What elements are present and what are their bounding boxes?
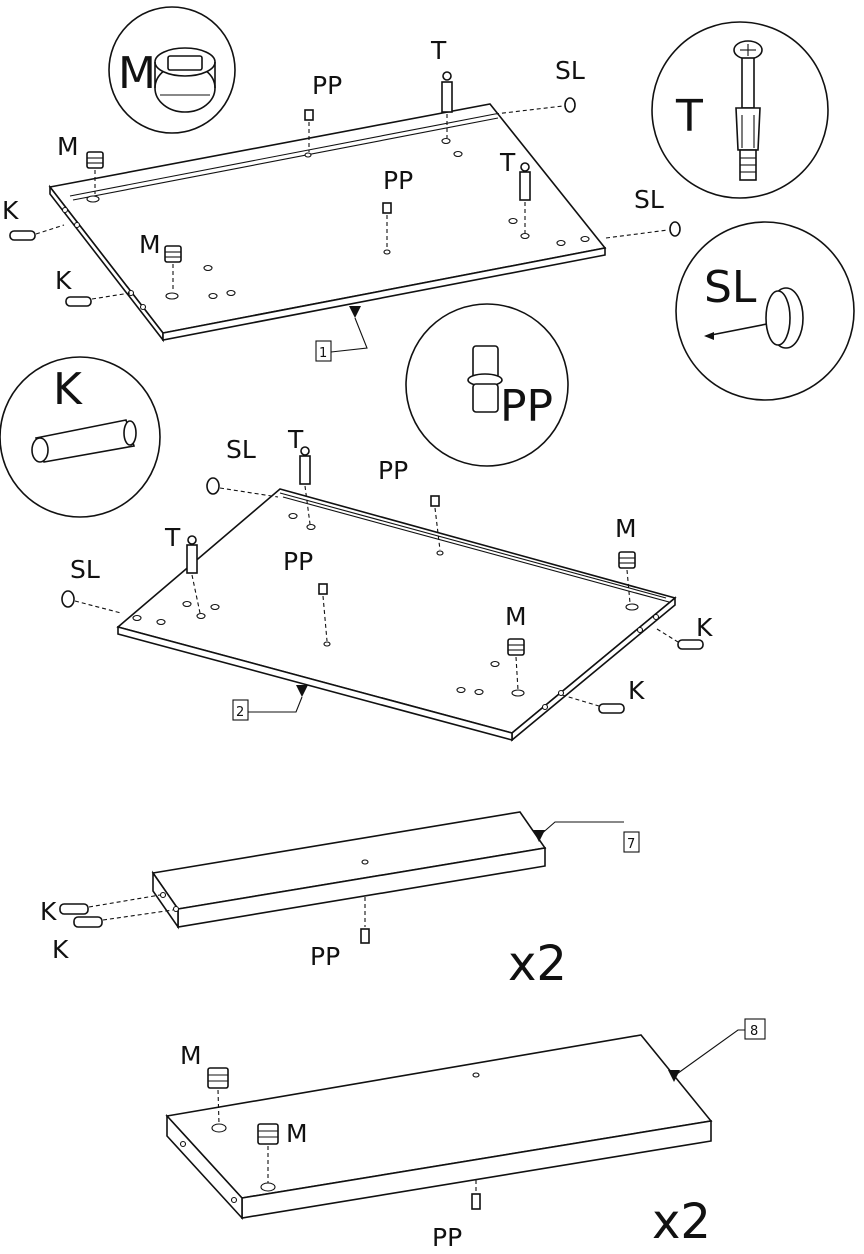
- part-number-1: 1: [319, 346, 327, 361]
- part-number-7: 7: [627, 837, 635, 852]
- pin-pp-icon: [360, 897, 370, 944]
- label-pp: PP: [378, 456, 408, 485]
- dowel-k-icon: [9, 224, 65, 241]
- panel-7: 7 K K PP x2: [40, 811, 640, 992]
- label-k: K: [40, 897, 57, 926]
- label-m: M: [180, 1041, 202, 1070]
- label-pp: PP: [383, 166, 413, 195]
- label-t: T: [430, 36, 447, 65]
- label-pp: PP: [312, 71, 342, 100]
- glider-icon: [704, 287, 804, 349]
- label-t: T: [499, 148, 516, 177]
- dowel-k-icon: [59, 894, 161, 915]
- cam-lock-m-icon: [618, 551, 636, 604]
- label-k: K: [55, 266, 72, 295]
- label-m: M: [286, 1119, 308, 1148]
- quantity-multiplier: x2: [508, 936, 567, 992]
- label-t: T: [164, 523, 181, 552]
- panel-8: 8 M M PP x2: [165, 1018, 766, 1252]
- dowel-icon: [31, 419, 137, 463]
- cam-lock-m-icon: [257, 1123, 279, 1183]
- pin-pp-icon: [382, 202, 392, 249]
- label-k: K: [696, 613, 713, 642]
- cam-lock-m-icon: [207, 1067, 229, 1125]
- callout-pp-label: PP: [500, 381, 553, 432]
- label-pp: PP: [310, 942, 340, 971]
- label-k: K: [52, 935, 69, 964]
- label-m: M: [57, 132, 79, 161]
- pin-icon: [467, 345, 503, 413]
- cam-lock-m-icon: [507, 638, 525, 691]
- cam-lock-m-icon: [164, 245, 182, 292]
- part-number-8: 8: [750, 1024, 758, 1039]
- label-pp: PP: [432, 1223, 462, 1249]
- label-t: T: [287, 425, 304, 454]
- label-sl: SL: [226, 435, 256, 464]
- label-m: M: [139, 230, 161, 259]
- glider-sl-icon: [206, 477, 279, 498]
- label-sl: SL: [634, 185, 664, 214]
- pin-pp-icon: [318, 583, 328, 642]
- panel-1: 1 M M T T PP PP SL SL K K: [2, 36, 681, 362]
- glider-sl-icon: [605, 221, 681, 239]
- dowel-k-icon: [561, 694, 625, 714]
- label-sl: SL: [555, 56, 585, 85]
- bolt-t-icon: [299, 446, 311, 525]
- label-k: K: [628, 676, 645, 705]
- callout-sl-label: SL: [704, 262, 757, 313]
- callout-t: T: [651, 21, 829, 199]
- bolt-t-icon: [519, 162, 531, 233]
- callout-sl: SL: [675, 221, 855, 401]
- panel-2: 2 SL T PP M T PP SL M K K: [61, 425, 713, 742]
- quantity-multiplier: x2: [652, 1194, 711, 1249]
- label-k: K: [2, 196, 19, 225]
- callout-k-label: K: [53, 364, 83, 415]
- callout-t-label: T: [675, 91, 703, 142]
- dowel-k-icon: [656, 628, 704, 650]
- callout-m: M: [108, 6, 236, 134]
- dowel-k-icon: [65, 292, 131, 307]
- cam-lock-m-icon: [86, 151, 104, 194]
- label-pp: PP: [283, 547, 313, 576]
- callout-k: K: [0, 356, 161, 518]
- glider-sl-icon: [61, 590, 122, 614]
- label-m: M: [615, 514, 637, 543]
- bolt-t-icon: [441, 71, 453, 138]
- callout-pp: PP: [405, 303, 569, 467]
- pin-pp-icon: [304, 109, 314, 152]
- part-number-2: 2: [236, 705, 244, 720]
- callout-m-label: M: [118, 48, 156, 99]
- bolt-icon: [733, 40, 763, 181]
- bolt-t-icon: [186, 535, 201, 614]
- glider-sl-icon: [494, 97, 576, 115]
- cam-lock-icon: [154, 47, 216, 113]
- pin-pp-icon: [430, 495, 441, 551]
- dowel-k-icon: [73, 909, 174, 928]
- pin-pp-icon: [471, 1180, 481, 1210]
- label-m: M: [505, 602, 527, 631]
- label-sl: SL: [70, 555, 100, 584]
